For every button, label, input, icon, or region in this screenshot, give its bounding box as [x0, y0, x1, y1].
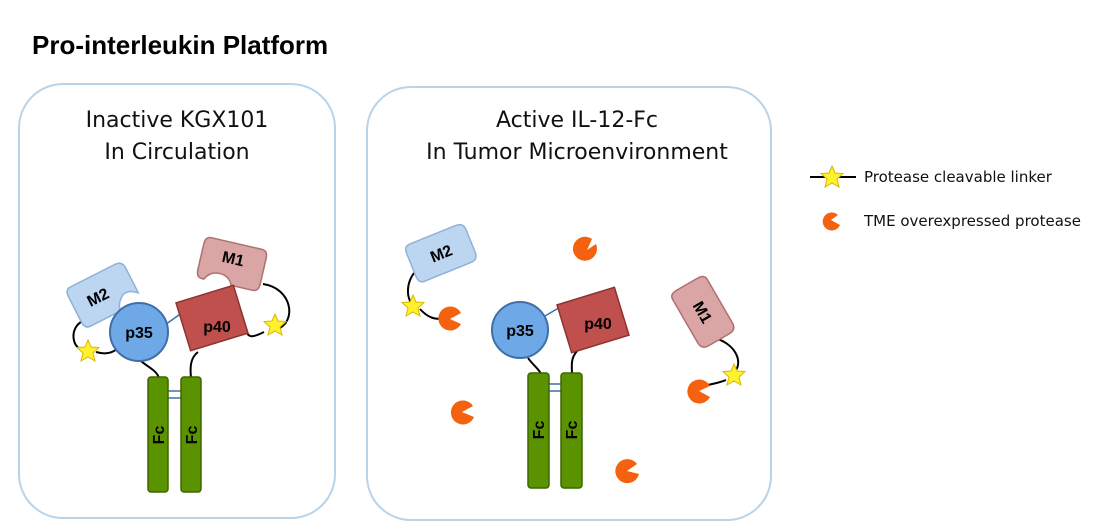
- p35-label: p35: [125, 325, 153, 342]
- panel-inactive-frame: [18, 83, 336, 519]
- legend: Protease cleavable linker TME overexpres…: [810, 165, 1081, 231]
- p40-label: p40: [203, 319, 231, 336]
- fc-chain-left: [147, 376, 169, 493]
- panel-active: Active IL-12-Fc In Tumor Microenvironmen…: [366, 86, 772, 521]
- fc-label-left: Fc: [151, 426, 168, 445]
- legend-linker-label: Protease cleavable linker: [864, 168, 1053, 186]
- p35-label-active: p35: [506, 323, 534, 340]
- fc-chain-left-active: [527, 372, 550, 489]
- p35-subunit-active: [491, 301, 549, 359]
- legend-protease-icon: [822, 212, 840, 231]
- linker-m1-p40: [262, 283, 291, 331]
- legend-protease-label: TME overexpressed protease: [863, 212, 1081, 230]
- panel-inactive-title-line1: Inactive KGX101: [86, 108, 269, 133]
- protease-icon: [438, 306, 461, 331]
- m2-mask-free: M2: [405, 223, 477, 283]
- m2-mask: M2: [66, 262, 140, 328]
- protease-icon: [572, 236, 597, 261]
- p40-subunit: [175, 284, 249, 352]
- panel-active-title-line1: Active IL-12-Fc: [496, 108, 658, 133]
- p35-subunit: [109, 302, 169, 362]
- protease-icon: [615, 459, 639, 484]
- panel-inactive: Inactive KGX101 In Circulation Fc Fc M2 …: [18, 83, 336, 519]
- hinge-p40-fc: [189, 351, 199, 379]
- fc-label-right: Fc: [184, 426, 201, 445]
- m1-mask: M1: [196, 236, 268, 292]
- m1-label: M1: [220, 249, 246, 271]
- fc-label-right-active: Fc: [564, 421, 581, 440]
- p40-subunit-active: [556, 286, 630, 354]
- p40-label-active: p40: [584, 316, 612, 333]
- panel-active-title-line2: In Tumor Microenvironment: [426, 140, 728, 165]
- protease-icon: [687, 379, 710, 404]
- fc-chain-right-active: [560, 372, 583, 489]
- diagram-title: Pro-interleukin Platform: [32, 30, 329, 60]
- panel-inactive-title-line2: In Circulation: [104, 140, 249, 165]
- legend-star-icon: [820, 165, 844, 188]
- fc-chain-right: [180, 376, 202, 493]
- protease-icon: [450, 400, 474, 425]
- fc-label-left-active: Fc: [531, 421, 548, 440]
- m1-mask-free: M1: [671, 275, 735, 348]
